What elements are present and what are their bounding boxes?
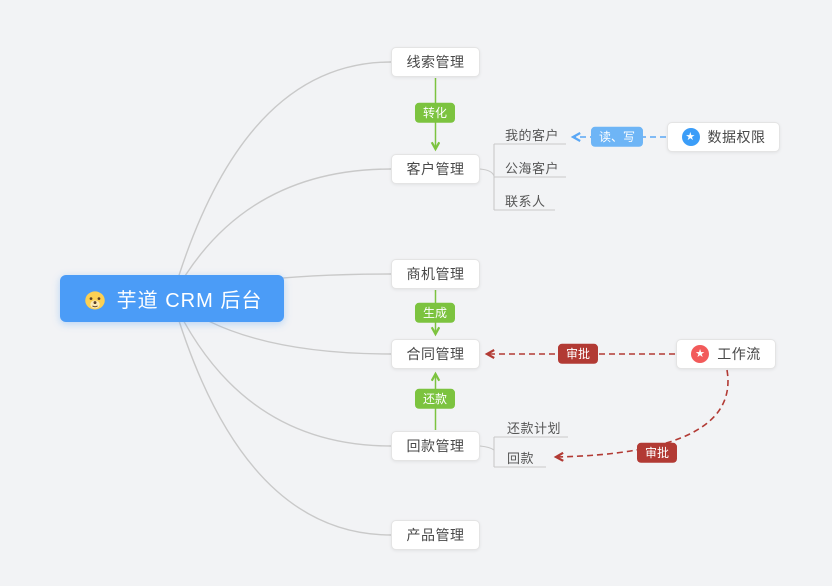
subnode-my-customers[interactable]: 我的客户 [505, 128, 560, 143]
node-workflow[interactable]: ★ 工作流 [676, 339, 776, 369]
connector-root-customer [171, 168, 392, 299]
badge-approve-receivable: 审批 [636, 442, 678, 464]
star-icon: ★ [681, 128, 700, 146]
node-receivable-management-label: 回款管理 [406, 438, 465, 454]
node-business-management-label: 商机管理 [406, 266, 465, 282]
node-contract-management-label: 合同管理 [406, 346, 465, 362]
node-workflow-label: 工作流 [717, 346, 761, 362]
node-data-permission[interactable]: ★ 数据权限 [667, 122, 780, 152]
badge-generate: 生成 [414, 302, 456, 324]
root-node-label: 芋道 CRM 后台 [116, 290, 263, 312]
node-product-management[interactable]: 产品管理 [391, 520, 480, 550]
connector-root-product [171, 297, 392, 536]
connector-root-lead [171, 61, 392, 299]
subnode-repay-plan[interactable]: 还款计划 [507, 421, 562, 436]
bracket-customer-connector [479, 168, 495, 177]
root-node-crm-backend[interactable]: 芋道 CRM 后台 [60, 275, 284, 322]
arrow-workflow-receivable [556, 369, 729, 457]
node-lead-management-label: 线索管理 [406, 54, 465, 70]
node-data-permission-label: 数据权限 [707, 129, 766, 145]
node-business-management[interactable]: 商机管理 [391, 259, 480, 289]
node-customer-management-label: 客户管理 [406, 161, 465, 177]
node-receivable-management[interactable]: 回款管理 [391, 431, 480, 461]
connector-root-receivable [171, 297, 392, 447]
badge-read-write: 读、写 [590, 126, 644, 148]
badge-repay: 还款 [414, 388, 456, 410]
badge-transform: 转化 [414, 102, 456, 124]
subnode-repayment[interactable]: 回款 [507, 451, 535, 466]
node-product-management-label: 产品管理 [406, 527, 465, 543]
badge-approve-contract: 审批 [557, 343, 599, 365]
node-lead-management[interactable]: 线索管理 [391, 47, 480, 77]
node-customer-management[interactable]: 客户管理 [391, 154, 480, 184]
node-contract-management[interactable]: 合同管理 [391, 339, 480, 369]
subnode-contacts[interactable]: 联系人 [505, 194, 546, 209]
bracket-receivable-connector [479, 445, 495, 451]
subnode-public-customers[interactable]: 公海客户 [505, 161, 560, 176]
star-icon: ★ [691, 345, 710, 363]
dog-icon [82, 286, 108, 312]
